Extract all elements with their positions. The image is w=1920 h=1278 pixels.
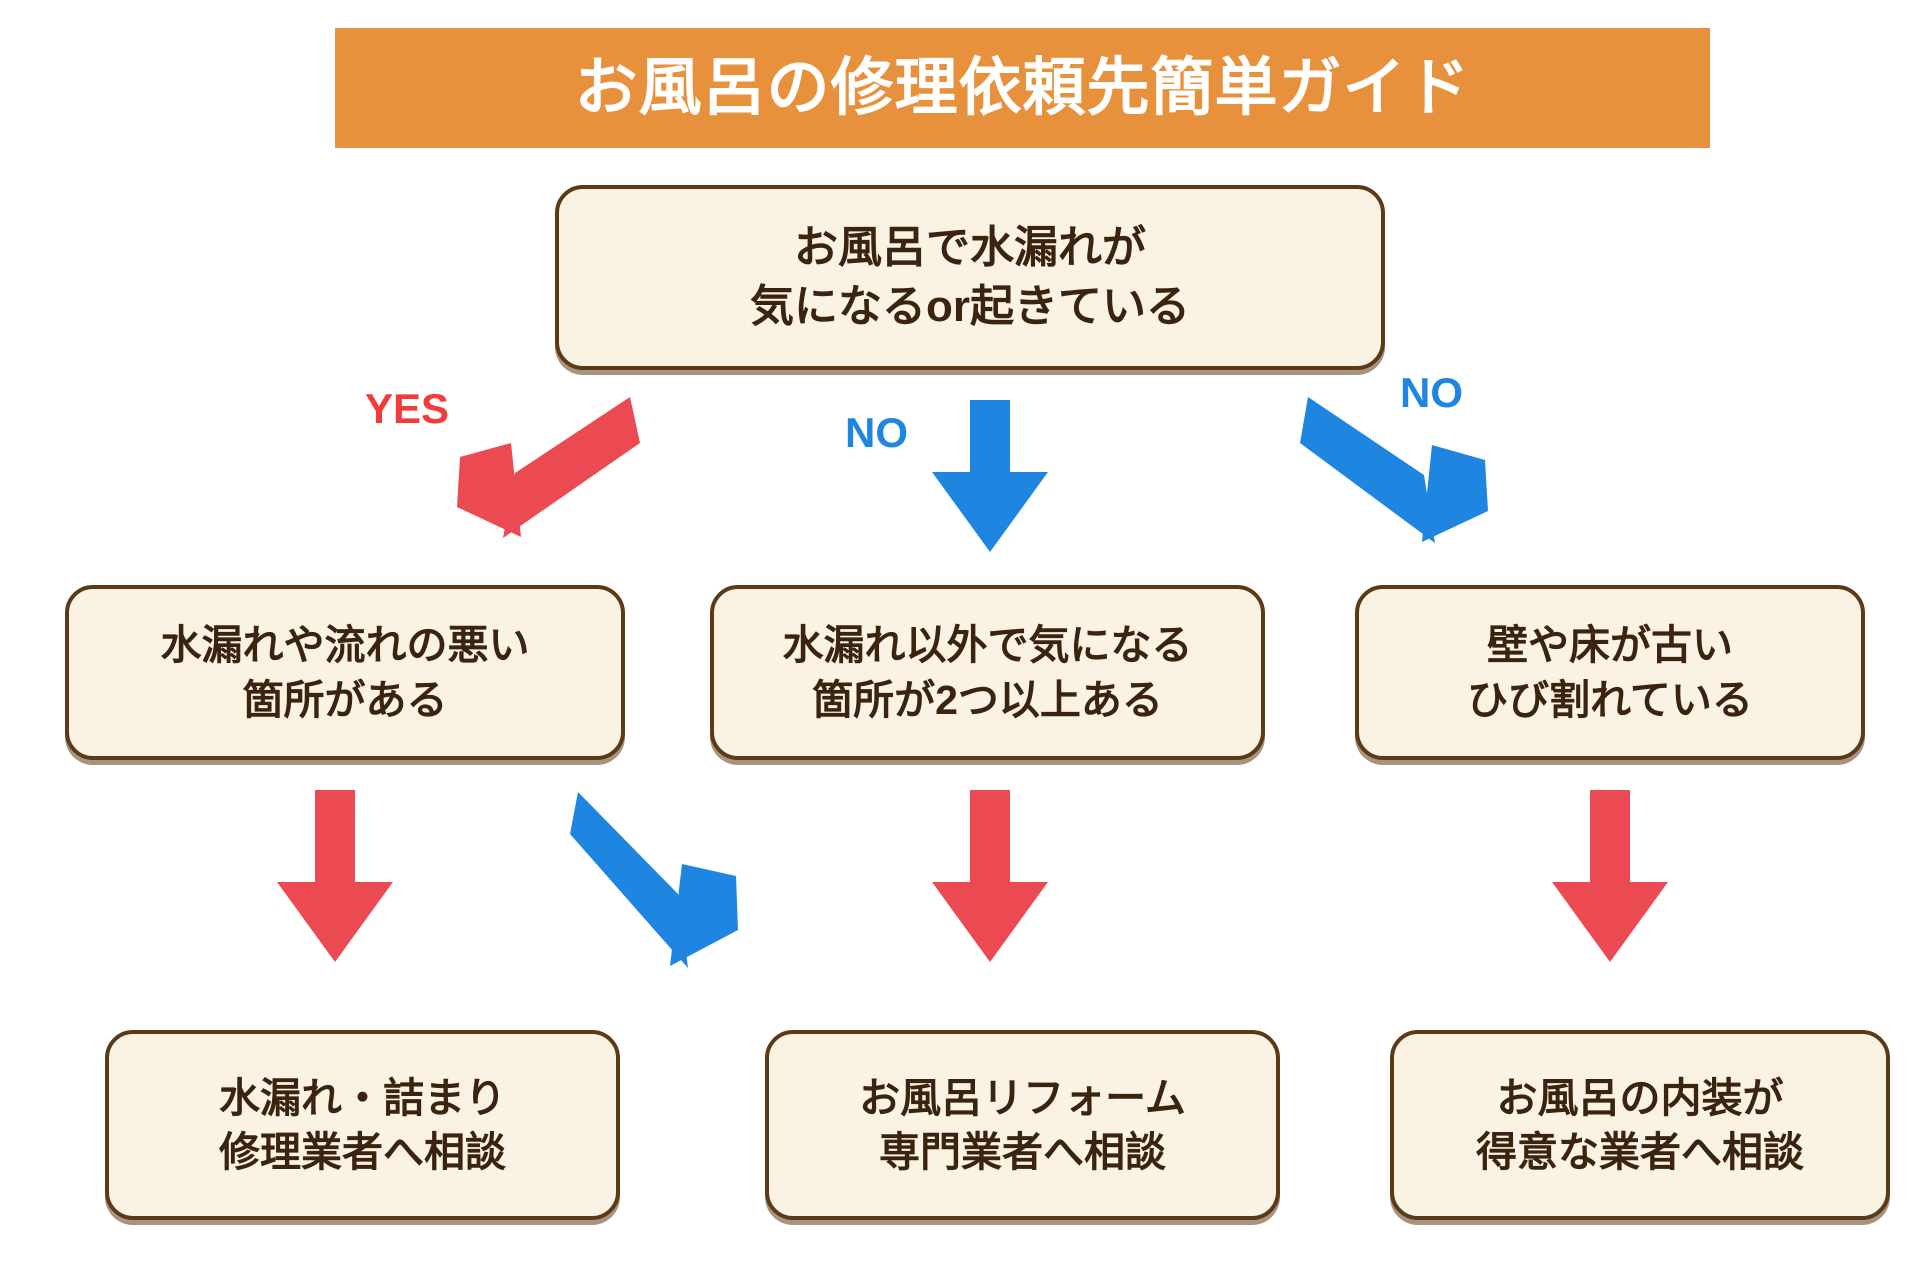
start-node-line-2: 気になるor起きている [750,281,1190,331]
arrow-no-diagonal-blue-icon [1300,395,1490,550]
condition-node-leak-line-2: 箇所がある [242,676,448,723]
result-node-repair-contractor-line-1: 水漏れ・詰まり [219,1074,506,1121]
arrow-yes-diagonal-red-icon [455,395,640,545]
result-node-repair-contractor: 水漏れ・詰まり 修理業者へ相談 [105,1030,620,1220]
result-node-interior-specialist: お風呂の内装が 得意な業者へ相談 [1390,1030,1890,1220]
result-node-repair-contractor-line-2: 修理業者へ相談 [219,1129,506,1175]
condition-node-cracks-line-1: 壁や床が古い [1487,622,1733,669]
start-node-line-1: お風呂で水漏れが [794,223,1146,273]
arrow-center-down-red-icon [930,790,1050,965]
branch-label-yes: YES [365,385,450,432]
condition-node-leak-line-1: 水漏れや流れの悪い [160,622,530,669]
start-node: お風呂で水漏れが 気になるor起きている [555,185,1385,370]
condition-node-multiple-issues-line-1: 水漏れ以外で気になる [782,622,1193,669]
result-node-reform-specialist-line-1: お風呂リフォーム [859,1074,1186,1121]
result-node-interior-specialist-line-2: 得意な業者へ相談 [1476,1129,1804,1175]
page-title-banner: お風呂の修理依頼先簡単ガイド [335,28,1710,148]
arrow-left-down-red-icon [275,790,395,965]
condition-node-leak: 水漏れや流れの悪い 箇所がある [65,585,625,760]
arrow-no-down-blue-icon [930,400,1050,555]
arrow-right-down-red-icon [1550,790,1670,965]
arrow-left-diagonal-blue-icon [570,790,740,975]
page-title: お風呂の修理依頼先簡単ガイド [574,52,1471,123]
result-node-interior-specialist-line-1: お風呂の内装が [1496,1074,1784,1121]
condition-node-multiple-issues: 水漏れ以外で気になる 箇所が2つ以上ある [710,585,1265,760]
result-node-reform-specialist: お風呂リフォーム 専門業者へ相談 [765,1030,1280,1220]
branch-label-no-right: NO [1400,369,1463,416]
result-node-reform-specialist-line-2: 専門業者へ相談 [879,1129,1166,1175]
condition-node-cracks: 壁や床が古い ひび割れている [1355,585,1865,760]
condition-node-multiple-issues-line-2: 箇所が2つ以上ある [812,676,1163,723]
condition-node-cracks-line-2: ひび割れている [1467,676,1753,723]
branch-label-no-center: NO [845,409,908,456]
